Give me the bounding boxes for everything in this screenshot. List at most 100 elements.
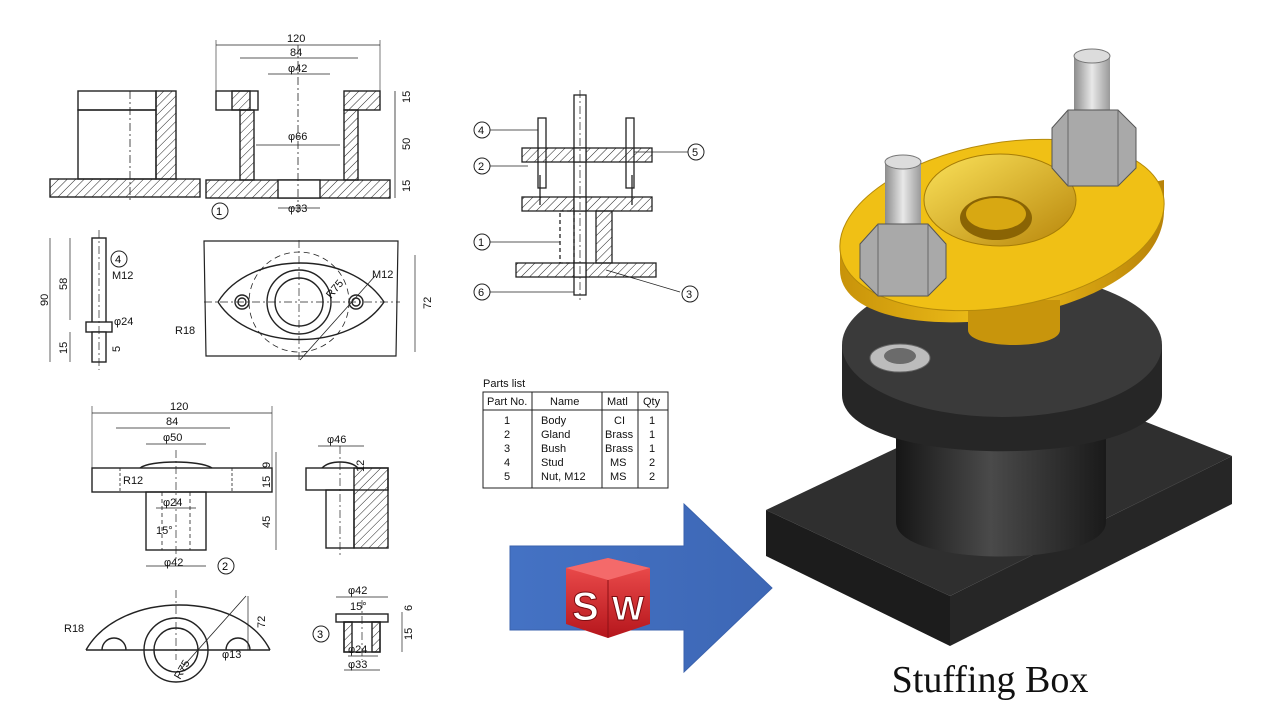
callout-asm-1: 1 <box>473 233 491 251</box>
svg-text:1: 1 <box>216 206 222 218</box>
svg-text:3: 3 <box>686 289 692 301</box>
svg-text:15: 15 <box>261 476 273 488</box>
svg-text:φ42: φ42 <box>164 557 183 569</box>
svg-text:15°: 15° <box>350 601 367 613</box>
row1-matl: CI <box>614 415 625 427</box>
assembly-callouts: 4 2 1 6 5 3 <box>473 121 705 303</box>
svg-text:M12: M12 <box>112 270 133 282</box>
svg-text:9: 9 <box>261 462 273 468</box>
row3-no: 3 <box>504 443 510 455</box>
row2-matl: Brass <box>605 429 634 441</box>
svg-text:58: 58 <box>58 278 70 290</box>
stud-dimensions: 90 58 15 5 M12 φ24 <box>39 270 133 354</box>
dim-body-66: φ66 <box>288 131 307 143</box>
logo-letter-s: S <box>572 585 599 629</box>
stud-view <box>49 230 113 370</box>
svg-text:R18: R18 <box>64 623 84 635</box>
bush-dimensions: φ42 15° φ24 φ33 6 15 <box>348 585 415 671</box>
svg-text:5: 5 <box>111 346 123 352</box>
dim-body-15b: 15 <box>401 180 413 192</box>
svg-text:φ46: φ46 <box>327 434 346 446</box>
gland-dimensions: 120 84 φ50 R12 φ24 15° φ42 9 15 45 <box>123 401 273 569</box>
svg-text:φ42: φ42 <box>348 585 367 597</box>
callout-gland: 2 <box>217 557 235 575</box>
row2-qty: 1 <box>649 429 655 441</box>
callout-stud: 4 <box>110 250 128 268</box>
svg-text:φ24: φ24 <box>114 316 133 328</box>
svg-text:R75: R75 <box>324 278 346 301</box>
dim-body-84: 84 <box>290 47 302 59</box>
nut-dimensions: φ46 12 <box>327 434 367 472</box>
stuffing-box-3d-render <box>766 48 1232 646</box>
row3-matl: Brass <box>605 443 634 455</box>
col-matl: Matl <box>607 396 628 408</box>
row5-matl: MS <box>610 471 627 483</box>
parts-list: Parts list Part No. Name Matl Qty 1 Body… <box>482 378 669 489</box>
callout-asm-2: 2 <box>473 157 491 175</box>
solidworks-logo-icon: S W <box>566 558 650 638</box>
dim-body-15a: 15 <box>401 91 413 103</box>
svg-text:15: 15 <box>403 628 415 640</box>
right-nut <box>1051 109 1137 187</box>
svg-text:6: 6 <box>403 605 415 611</box>
svg-text:φ24: φ24 <box>163 497 182 509</box>
parts-list-title: Parts list <box>483 378 525 390</box>
svg-text:4: 4 <box>478 125 484 137</box>
svg-text:120: 120 <box>170 401 188 413</box>
dim-body-33: φ33 <box>288 203 307 215</box>
row2-name: Gland <box>541 429 570 441</box>
svg-text:15°: 15° <box>156 525 173 537</box>
svg-text:15: 15 <box>58 342 70 354</box>
col-part-no: Part No. <box>487 396 527 408</box>
callout-bush: 3 <box>312 625 330 643</box>
row3-qty: 1 <box>649 443 655 455</box>
callout-asm-6: 6 <box>473 283 491 301</box>
row2-no: 2 <box>504 429 510 441</box>
svg-text:φ50: φ50 <box>163 432 182 444</box>
row5-no: 5 <box>504 471 510 483</box>
row4-qty: 2 <box>649 457 655 469</box>
body-front-view <box>49 40 396 215</box>
col-qty: Qty <box>643 396 661 408</box>
callout-body: 1 <box>211 202 229 220</box>
left-nut <box>859 223 947 297</box>
assembly-section-view <box>490 90 688 300</box>
svg-text:90: 90 <box>39 294 51 306</box>
svg-text:6: 6 <box>478 287 484 299</box>
nut-section-view <box>305 445 389 558</box>
svg-text:5: 5 <box>692 147 698 159</box>
row1-no: 1 <box>504 415 510 427</box>
svg-text:R12: R12 <box>123 475 143 487</box>
svg-text:φ33: φ33 <box>348 659 367 671</box>
dim-body-50: 50 <box>401 138 413 150</box>
svg-text:R75: R75 <box>172 658 192 681</box>
body-front-dimensions: 120 84 φ42 φ66 φ33 15 50 15 <box>287 33 413 215</box>
callout-asm-3: 3 <box>681 285 699 303</box>
svg-text:84: 84 <box>166 416 178 428</box>
svg-text:72: 72 <box>422 297 434 309</box>
row5-qty: 2 <box>649 471 655 483</box>
row5-name: Nut, M12 <box>541 471 586 483</box>
callout-asm-4: 4 <box>473 121 491 139</box>
row1-qty: 1 <box>649 415 655 427</box>
svg-text:12: 12 <box>355 460 367 472</box>
svg-text:2: 2 <box>222 561 228 573</box>
logo-letter-w: W <box>612 590 645 628</box>
row4-no: 4 <box>504 457 510 469</box>
row4-matl: MS <box>610 457 627 469</box>
svg-text:M12: M12 <box>372 269 393 281</box>
caption-title: Stuffing Box <box>891 659 1089 701</box>
svg-text:R18: R18 <box>175 325 195 337</box>
dim-body-120: 120 <box>287 33 305 45</box>
svg-text:72: 72 <box>256 616 268 628</box>
svg-text:φ24: φ24 <box>348 644 367 656</box>
col-name: Name <box>550 396 579 408</box>
row1-name: Body <box>541 415 567 427</box>
gland-front-view <box>91 406 277 567</box>
body-plan-view <box>203 240 416 361</box>
svg-text:3: 3 <box>317 629 323 641</box>
bush-view <box>335 596 403 671</box>
row3-name: Bush <box>541 443 566 455</box>
